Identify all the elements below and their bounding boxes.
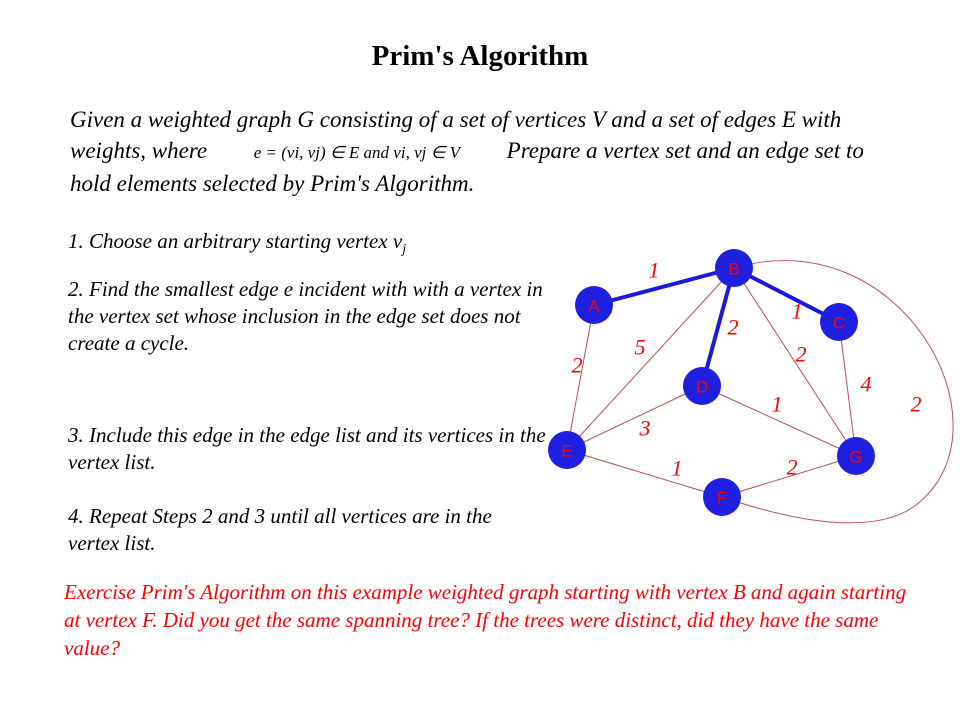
- weight-a-e: 2: [572, 353, 583, 378]
- weight-b-d: 2: [728, 315, 739, 340]
- edge-c-g: [838, 321, 857, 457]
- graph-edges: [566, 260, 954, 524]
- weight-b-e: 5: [635, 335, 646, 360]
- page-title: Prim's Algorithm: [371, 40, 589, 72]
- step-1-text: 1. Choose an arbitrary starting vertex v: [68, 229, 403, 253]
- step-3: 3. Include this edge in the edge list an…: [68, 423, 546, 474]
- node-label-g: G: [849, 448, 862, 467]
- edge-b-c: [733, 266, 840, 324]
- node-circle-e: [548, 431, 586, 469]
- node-label-d: D: [696, 378, 708, 397]
- weight-b-f: 2: [911, 392, 922, 417]
- edge-b-f: [721, 260, 954, 524]
- edge-d-g: [701, 385, 857, 457]
- weight-b-g: 2: [796, 342, 807, 367]
- step-1-subscript: j: [402, 242, 407, 258]
- edge-f-g: [721, 455, 857, 498]
- node-circle-f: [703, 478, 741, 516]
- intro-text-part2: Prepare a vertex set and an edge set to …: [70, 138, 864, 196]
- edge-b-g: [733, 267, 857, 457]
- weight-f-g: 2: [787, 455, 798, 480]
- node-circle-b: [715, 249, 753, 287]
- edge-formula: e = (vi, vj) ∈ E and vi, vj ∈ V: [253, 143, 461, 162]
- node-f: F: [703, 478, 741, 516]
- node-label-e: E: [561, 442, 572, 461]
- weight-e-f: 1: [672, 456, 683, 481]
- node-circle-d: [683, 367, 721, 405]
- weight-d-e: 3: [639, 416, 651, 441]
- weight-b-c: 1: [792, 299, 803, 324]
- step-4: 4. Repeat Steps 2 and 3 until all vertic…: [68, 504, 492, 555]
- node-circle-g: [837, 437, 875, 475]
- node-circle-a: [575, 286, 613, 324]
- node-circle-c: [820, 303, 858, 341]
- node-b: B: [715, 249, 753, 287]
- intro-text-part1: Given a weighted graph G consisting of a…: [70, 107, 842, 163]
- edge-a-b: [593, 266, 735, 307]
- edge-d-e: [566, 385, 703, 451]
- node-g: G: [837, 437, 875, 475]
- node-e: E: [548, 431, 586, 469]
- edge-e-f: [566, 449, 723, 498]
- node-c: C: [820, 303, 858, 341]
- node-d: D: [683, 367, 721, 405]
- edge-a-e: [566, 304, 595, 451]
- step-2: 2. Find the smallest edge e incident wit…: [68, 277, 543, 355]
- graph-nodes: A B C D E F G: [548, 249, 875, 516]
- weight-c-g: 4: [861, 372, 872, 397]
- node-a: A: [575, 286, 613, 324]
- node-label-a: A: [588, 297, 600, 316]
- node-label-c: C: [833, 314, 845, 333]
- node-label-b: B: [728, 260, 739, 279]
- weight-a-b: 1: [649, 258, 660, 283]
- exercise-text: Exercise Prim's Algorithm on this exampl…: [64, 580, 907, 660]
- intro-paragraph: Given a weighted graph G consisting of a…: [70, 104, 900, 199]
- node-label-f: F: [717, 489, 727, 508]
- edge-b-e: [566, 267, 735, 451]
- edge-b-d: [700, 267, 736, 387]
- weight-d-g: 1: [772, 392, 783, 417]
- step-1: 1. Choose an arbitrary starting vertex v…: [68, 228, 548, 263]
